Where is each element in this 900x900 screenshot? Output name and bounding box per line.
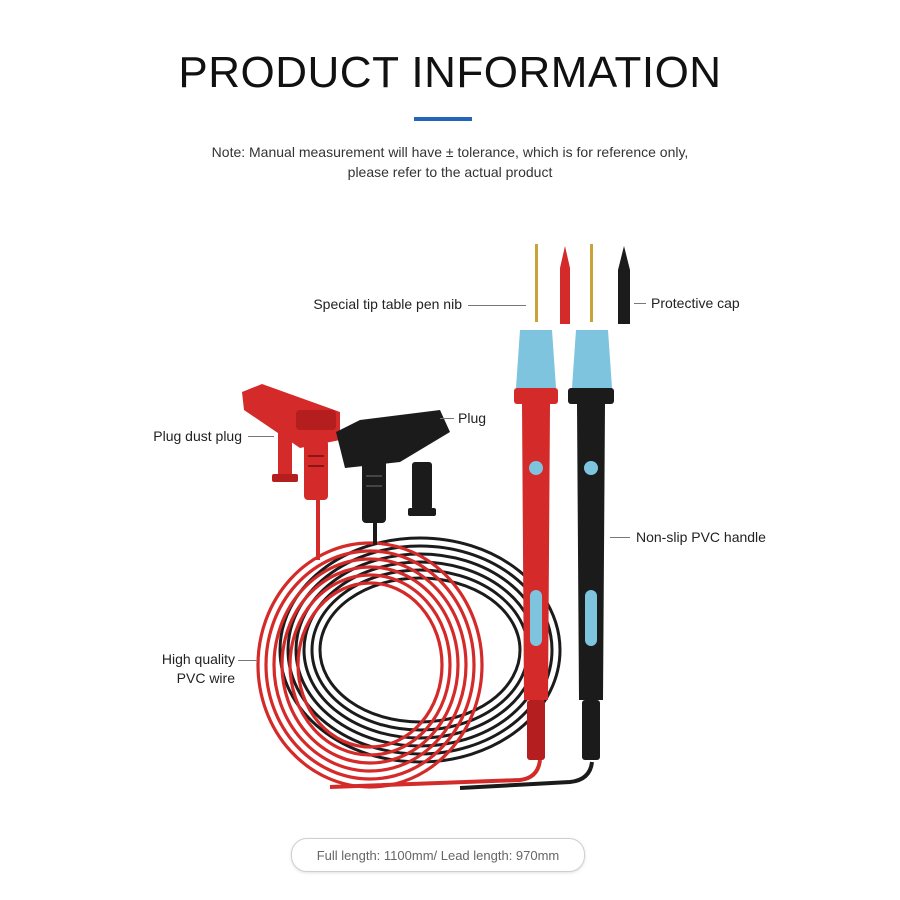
note-line-1: Note: Manual measurement will have ± tol… [211,144,689,160]
tolerance-note: Note: Manual measurement will have ± tol… [0,142,900,182]
black-dust-plug-icon [408,462,436,516]
leader-handle [610,537,630,538]
length-badge: Full length: 1100mm/ Lead length: 970mm [291,838,585,872]
note-line-2: please refer to the actual product [347,164,553,180]
red-dust-plug-icon [272,428,298,482]
callout-wire-line-2: PVC wire [176,670,235,686]
title-underline [414,117,472,121]
callout-wire: High quality PVC wire [120,650,235,688]
black-probe-icon [568,244,614,760]
leader-cap [634,303,646,304]
callout-cap: Protective cap [651,295,740,311]
callout-handle: Non-slip PVC handle [636,529,766,545]
leader-plug [440,418,454,419]
leader-wire [238,660,258,661]
length-text: Full length: 1100mm/ Lead length: 970mm [316,847,560,863]
black-cap-icon [618,246,630,324]
callout-dust-plug: Plug dust plug [153,428,242,444]
leader-tip [468,305,526,306]
page-title: PRODUCT INFORMATION [178,48,722,97]
red-cap-icon [560,246,570,324]
red-banana-plug-icon [242,384,340,500]
callout-plug: Plug [458,410,487,426]
red-probe-icon [514,244,558,760]
callout-wire-line-1: High quality [161,651,235,667]
leader-dust-plug [248,436,274,437]
black-banana-plug-icon [336,410,450,523]
callout-tip: Special tip table pen nib [313,296,462,312]
